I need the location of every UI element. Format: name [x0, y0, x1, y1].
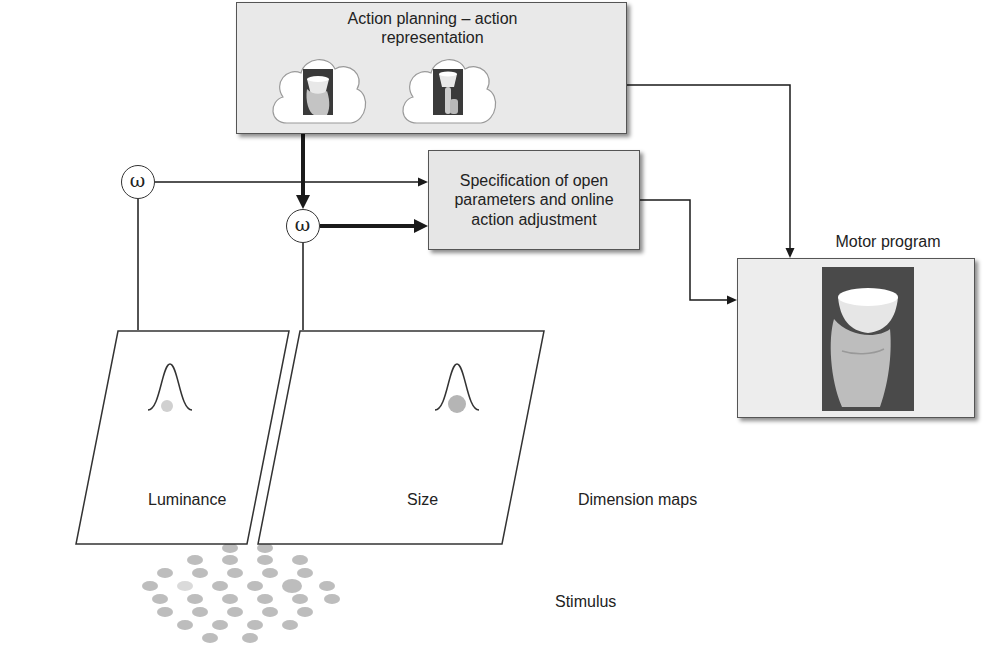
diagram-label: Stimulus — [555, 592, 616, 611]
dimension-map — [257, 330, 545, 545]
thought-cloud — [303, 69, 333, 115]
stimulus-dots — [192, 607, 208, 617]
stimulus-dots — [142, 543, 340, 643]
stimulus-dots — [192, 568, 208, 578]
node-text: Action planning – action representation — [318, 9, 548, 47]
dimension-map: Luminance — [75, 330, 290, 545]
node-text: ω — [295, 213, 311, 236]
stimulus-dots — [242, 633, 258, 643]
stimulus-dots — [157, 607, 173, 617]
connector-arrow — [627, 85, 795, 258]
stimulus-dots — [212, 581, 228, 591]
connector-arrow — [640, 200, 737, 305]
stimulus-dots — [247, 581, 263, 591]
dimension-map — [76, 331, 289, 544]
connector-line — [640, 200, 727, 300]
stimulus-dots — [222, 555, 238, 565]
connector-line — [137, 199, 139, 330]
thought-cloud — [306, 89, 329, 115]
connector-arrow — [296, 134, 310, 209]
grasp-photo — [842, 349, 884, 354]
process-box: Specification of open parameters and onl… — [428, 150, 640, 250]
weight-node: ω — [121, 165, 155, 199]
dimension-map — [161, 400, 173, 412]
arrow-head — [414, 219, 428, 233]
stimulus-dots — [247, 620, 263, 630]
stimulus-dots — [177, 581, 193, 591]
grasp-photo — [831, 319, 891, 407]
stimulus-dots — [297, 607, 313, 617]
connector-arrow — [138, 199, 139, 330]
stimulus-dots — [142, 581, 158, 591]
stimulus-dots — [177, 620, 193, 630]
connector-line — [155, 181, 418, 183]
grasp-photo — [822, 267, 914, 411]
thought-cloud — [273, 60, 366, 123]
thought-cloud — [403, 60, 496, 123]
node-text: Motor program — [833, 232, 943, 251]
connector-line — [627, 85, 790, 248]
thought-cloud — [307, 76, 329, 82]
stimulus-dots — [152, 594, 168, 604]
stimulus-dots — [297, 568, 313, 578]
stimulus-dots — [227, 568, 243, 578]
thought-cloud — [450, 99, 458, 114]
node-text: Luminance — [148, 490, 226, 509]
stimulus-dots — [257, 555, 273, 565]
stimulus-dots — [222, 594, 238, 604]
connector-line — [302, 243, 304, 330]
stimulus-dots — [292, 555, 308, 565]
stimulus-dots — [187, 594, 203, 604]
stimulus-dots — [292, 594, 308, 604]
node-text: Specification of open parameters and onl… — [449, 171, 619, 229]
stimulus-dots — [157, 568, 173, 578]
stimulus-dots — [262, 607, 278, 617]
arrow-head — [727, 296, 737, 305]
grasp-photo — [838, 288, 898, 306]
dimension-map: Size — [257, 330, 545, 545]
dimension-map — [258, 331, 544, 544]
node-text: ω — [130, 169, 146, 192]
dimension-map — [448, 395, 466, 413]
connector-line — [301, 134, 305, 195]
thought-cloud — [433, 69, 463, 115]
stimulus-dots — [282, 620, 298, 630]
node-text: Size — [407, 490, 438, 509]
connector-arrow — [303, 243, 304, 330]
thought-cloud — [273, 60, 366, 123]
action-planning-box: Action planning – action representation — [236, 2, 627, 134]
arrow-head — [786, 248, 795, 258]
stimulus-dots — [262, 568, 278, 578]
stimulus-dots — [212, 620, 228, 630]
diagram-label: Dimension maps — [578, 490, 697, 509]
arrow-head — [296, 195, 310, 209]
connector-arrow — [320, 219, 428, 233]
connector-arrow — [155, 178, 428, 187]
stimulus-dots — [257, 594, 273, 604]
connector-line — [320, 224, 414, 228]
stimulus-dots — [319, 581, 335, 591]
stimulus-dots — [282, 579, 302, 593]
dimension-map — [75, 330, 290, 545]
grasp-photo — [738, 259, 976, 419]
stimulus-dots — [187, 555, 203, 565]
motor-program-box: Motor program — [737, 258, 975, 418]
stimulus-dots — [324, 594, 340, 604]
stimulus-dots — [227, 607, 243, 617]
thought-cloud — [403, 60, 496, 123]
arrow-head — [418, 178, 428, 187]
stimulus-dots — [202, 633, 218, 643]
weight-node: ω — [286, 209, 320, 243]
thought-cloud — [439, 72, 457, 77]
